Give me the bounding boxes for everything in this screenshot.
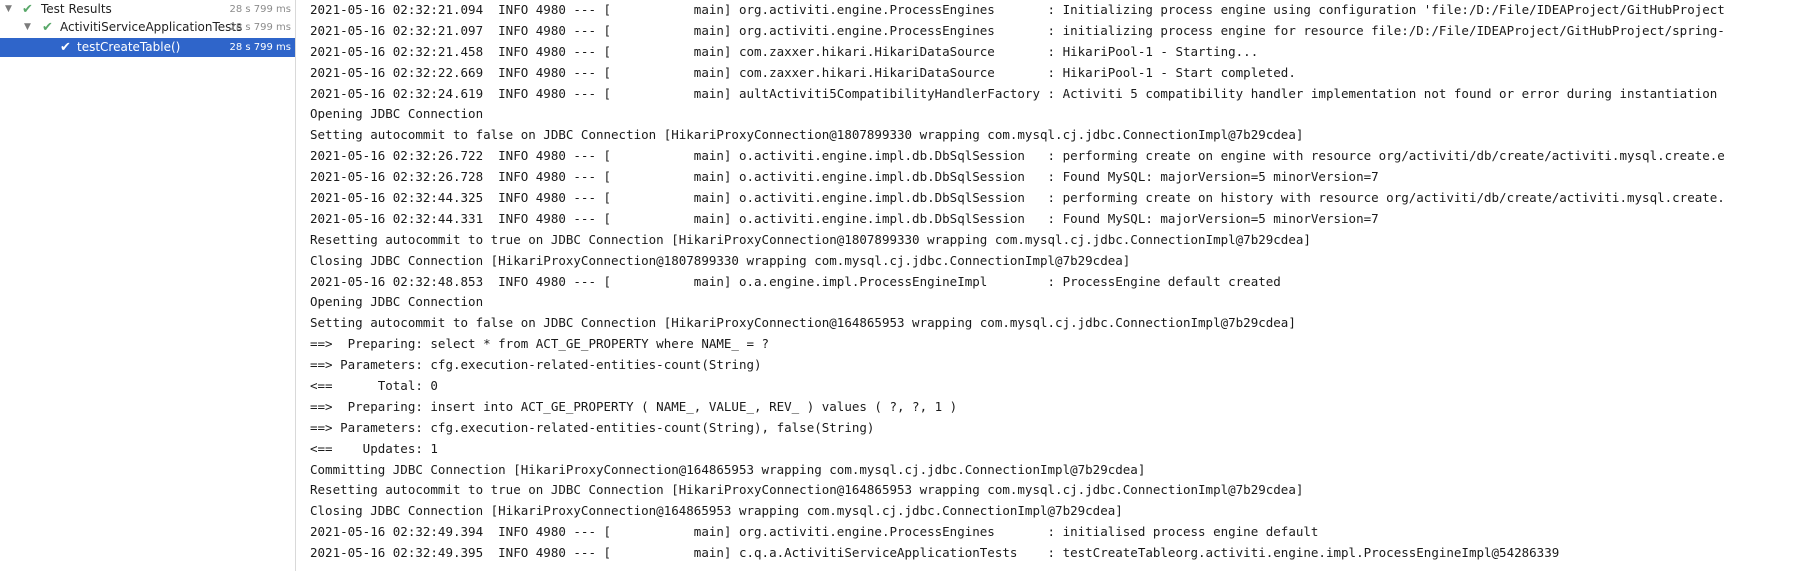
- console-line: <== Updates: 1: [310, 440, 438, 456]
- console-line: Resetting autocommit to true on JDBC Con…: [310, 231, 1311, 247]
- console-output[interactable]: 2021-05-16 02:32:21.094 INFO 4980 --- [ …: [298, 0, 1816, 571]
- console-line: Closing JDBC Connection [HikariProxyConn…: [310, 252, 1131, 268]
- console-line: Opening JDBC Connection: [310, 106, 484, 122]
- console-line: 2021-05-16 02:32:49.394 INFO 4980 --- [ …: [310, 524, 1319, 540]
- console-line: ==> Parameters: cfg.execution-related-en…: [310, 357, 762, 373]
- console-line: ==> Preparing: insert into ACT_GE_PROPER…: [310, 398, 958, 414]
- console-line: 2021-05-16 02:32:21.097 INFO 4980 --- [ …: [310, 22, 1725, 38]
- console-line: ==> Parameters: cfg.execution-related-en…: [310, 419, 875, 435]
- console-line: 2021-05-16 02:32:44.325 INFO 4980 --- [ …: [310, 190, 1725, 206]
- console-line: Opening JDBC Connection: [310, 294, 484, 310]
- console-line: 2021-05-16 02:32:48.853 INFO 4980 --- [ …: [310, 273, 1281, 289]
- tree-node-test-class[interactable]: ▼ ✔ ActivitiServiceApplicationTests 28 s…: [0, 18, 295, 37]
- tree-node-label: Test Results: [41, 2, 112, 16]
- chevron-down-icon[interactable]: ▼: [24, 22, 31, 32]
- console-line: Closing JDBC Connection [HikariProxyConn…: [310, 503, 1123, 519]
- tree-node-duration: 28 s 799 ms: [229, 22, 291, 33]
- console-line: 2021-05-16 02:32:21.458 INFO 4980 --- [ …: [310, 43, 1259, 59]
- console-line: Setting autocommit to false on JDBC Conn…: [310, 127, 1304, 143]
- console-line: Setting autocommit to false on JDBC Conn…: [310, 315, 1296, 331]
- check-icon: ✔: [60, 40, 71, 55]
- console-line: 2021-05-16 02:32:26.728 INFO 4980 --- [ …: [310, 169, 1379, 185]
- console-line: 2021-05-16 02:32:24.619 INFO 4980 --- [ …: [310, 85, 1718, 101]
- tree-node-duration: 28 s 799 ms: [229, 4, 291, 15]
- check-icon: ✔: [22, 2, 33, 17]
- console-line: Committing JDBC Connection [HikariProxyC…: [310, 461, 1146, 477]
- console-line: 2021-05-16 02:32:44.331 INFO 4980 --- [ …: [310, 210, 1379, 226]
- console-line: 2021-05-16 02:32:22.669 INFO 4980 --- [ …: [310, 64, 1296, 80]
- test-results-tree: ▼ ✔ Test Results 28 s 799 ms ▼ ✔ Activit…: [0, 0, 296, 571]
- tree-node-label: ActivitiServiceApplicationTests: [60, 20, 243, 34]
- console-line: 2021-05-16 02:32:26.722 INFO 4980 --- [ …: [310, 148, 1725, 164]
- console-line: 2021-05-16 02:32:49.395 INFO 4980 --- [ …: [310, 545, 1560, 561]
- tree-node-duration: 28 s 799 ms: [229, 42, 291, 53]
- tree-node-test-method[interactable]: ✔ testCreateTable() 28 s 799 ms: [0, 38, 295, 57]
- console-line: Resetting autocommit to true on JDBC Con…: [310, 482, 1304, 498]
- chevron-down-icon[interactable]: ▼: [5, 4, 12, 14]
- console-line: ==> Preparing: select * from ACT_GE_PROP…: [310, 336, 770, 352]
- console-line: <== Total: 0: [310, 378, 438, 394]
- console-line: 2021-05-16 02:32:21.094 INFO 4980 --- [ …: [310, 2, 1725, 17]
- tree-node-label: testCreateTable(): [77, 40, 181, 54]
- tree-node-test-results[interactable]: ▼ ✔ Test Results 28 s 799 ms: [0, 0, 295, 19]
- check-icon: ✔: [42, 20, 53, 35]
